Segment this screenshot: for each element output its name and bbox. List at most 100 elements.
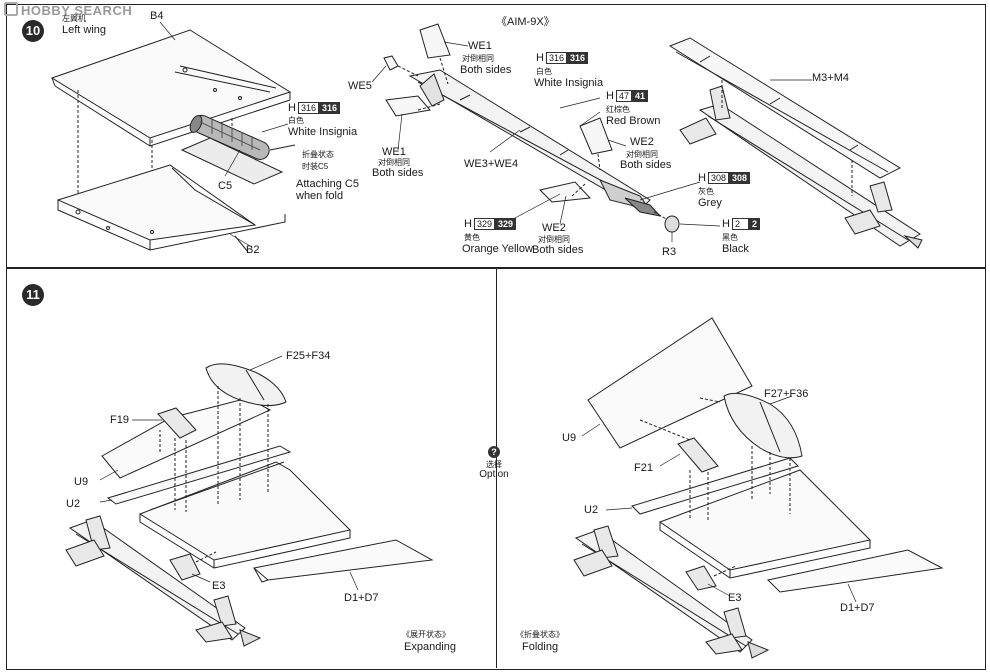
paint-prefix: H xyxy=(606,90,614,102)
paint-h2-cn: 黑色 xyxy=(722,233,738,242)
f21-label: F21 xyxy=(634,462,653,474)
paint-h308: H 308 308 xyxy=(698,172,751,184)
hobby-search-logo-icon xyxy=(4,2,18,16)
watermark: HOBBY SEARCH xyxy=(4,2,132,18)
paint-code-dark: 2 xyxy=(748,218,760,230)
aim9x-missile-drawing xyxy=(383,23,662,217)
we1-top-cn: 对倒相同 xyxy=(462,54,494,63)
folding-cn-label: 《折叠状态》 xyxy=(516,630,564,639)
paint-prefix: H xyxy=(464,218,472,230)
paint-h316-missile: H 316 316 xyxy=(536,52,589,64)
option-marker: ? 选择 Option xyxy=(474,446,514,481)
folding-label: Folding xyxy=(522,641,559,653)
f19-label: F19 xyxy=(110,414,129,426)
we1-bottom-cn: 对倒相同 xyxy=(378,158,410,167)
aim9x-guide-lines xyxy=(397,57,669,221)
paint-code: 329 xyxy=(473,218,495,230)
u2-left-label: U2 xyxy=(66,498,81,510)
attach-c5-cn-1: 折叠状态 xyxy=(302,150,334,159)
paint-prefix: H xyxy=(698,172,706,184)
paint-h316-wing: H 316 316 xyxy=(288,102,341,114)
paint-h47-en: Red Brown xyxy=(606,115,661,127)
paint-code: 308 xyxy=(707,172,729,184)
d1-d7-right-label: D1+D7 xyxy=(840,602,875,614)
e3-right-label: E3 xyxy=(728,592,742,604)
paint-code: 47 xyxy=(615,90,632,102)
paint-h47: H 47 41 xyxy=(606,90,648,102)
paint-code: 316 xyxy=(545,52,567,64)
paint-code-dark: 316 xyxy=(318,102,341,114)
left-wing-b2-drawing xyxy=(56,164,286,253)
paint-code-dark: 329 xyxy=(494,218,517,230)
watermark-text: HOBBY SEARCH xyxy=(21,3,133,18)
paint-code-dark: 308 xyxy=(728,172,751,184)
m3-m4-label: M3+M4 xyxy=(812,72,849,84)
paint-prefix: H xyxy=(722,218,730,230)
step10-frame xyxy=(6,4,986,268)
step11-divider xyxy=(496,268,497,668)
c5-hinge-drawing xyxy=(180,114,296,185)
m3m4-missile-drawing xyxy=(668,37,923,249)
paint-code: 316 xyxy=(297,102,319,114)
r3-part-label: R3 xyxy=(662,246,677,258)
paint-h329-en: Orange Yellow xyxy=(462,243,533,255)
we5-label: WE5 xyxy=(348,80,372,92)
expanding-cn-label: 《展开状态》 xyxy=(402,630,450,639)
we2-bottom-en: Both sides xyxy=(532,244,584,256)
step-10-badge: 10 xyxy=(22,20,44,42)
d1-d7-left-label: D1+D7 xyxy=(344,592,379,604)
we1-top-label: WE1 xyxy=(468,40,492,52)
paint-h316-missile-en: White Insignia xyxy=(534,77,604,89)
paint-h329: H 329 329 xyxy=(464,218,517,230)
expanding-label: Expanding xyxy=(404,641,456,653)
question-icon: ? xyxy=(488,446,500,458)
attach-c5-cn-2: 时装C5 xyxy=(302,162,329,171)
m3m4-guide-lines xyxy=(721,80,853,196)
paint-prefix: H xyxy=(536,52,544,64)
paint-h308-cn: 灰色 xyxy=(698,187,714,196)
step-11-badge: 11 xyxy=(22,284,44,306)
left-wing-cn-label: 左翼机 xyxy=(62,14,86,23)
paint-prefix: H xyxy=(288,102,296,114)
option-label: Option xyxy=(479,469,509,480)
aim9x-title: 《AIM-9X》 xyxy=(496,16,555,28)
attach-c5-en-1: Attaching C5 xyxy=(296,178,359,190)
left-wing-label: Left wing xyxy=(62,24,107,36)
paint-h316-missile-cn: 白色 xyxy=(536,67,552,76)
b2-part-label: B2 xyxy=(246,244,260,256)
b4-part-label: B4 xyxy=(150,10,164,22)
u9-right-label: U9 xyxy=(562,432,577,444)
we1-bottom-label: WE1 xyxy=(382,146,406,158)
paint-h47-cn: 红棕色 xyxy=(606,105,630,114)
we3-we4-label: WE3+WE4 xyxy=(464,158,519,170)
step11-folding-drawing xyxy=(573,317,944,659)
paint-h2: H 2 2 xyxy=(722,218,760,230)
paint-code-dark: 316 xyxy=(566,52,589,64)
f25-f34-label: F25+F34 xyxy=(286,350,331,362)
attach-c5-en-2: when fold xyxy=(296,190,344,202)
we2-bottom-label: WE2 xyxy=(542,222,566,234)
option-cn-label: 选择 xyxy=(486,460,502,469)
leader-lines xyxy=(99,21,857,603)
step11-expanding-drawing xyxy=(65,363,434,647)
paint-h329-cn: 黄色 xyxy=(464,233,480,242)
c5-part-label: C5 xyxy=(218,180,233,192)
f27-f36-label: F27+F36 xyxy=(764,388,809,400)
we2-right-en: Both sides xyxy=(620,159,672,171)
we2-right-label: WE2 xyxy=(630,136,654,148)
paint-h2-en: Black xyxy=(722,243,749,255)
paint-code-dark: 41 xyxy=(631,90,648,102)
paint-code: 2 xyxy=(731,218,749,230)
paint-h308-en: Grey xyxy=(698,197,722,209)
u9-left-label: U9 xyxy=(74,476,89,488)
we1-top-en: Both sides xyxy=(460,64,512,76)
paint-h316-wing-en: White Insignia xyxy=(288,126,358,138)
u2-right-label: U2 xyxy=(584,504,599,516)
left-wing-b4-drawing xyxy=(50,29,292,147)
we1-bottom-en: Both sides xyxy=(372,167,424,179)
r3-part-drawing xyxy=(664,215,680,233)
we2-bottom-cn: 对倒相同 xyxy=(538,235,570,244)
we2-right-cn: 对倒相同 xyxy=(626,150,658,159)
